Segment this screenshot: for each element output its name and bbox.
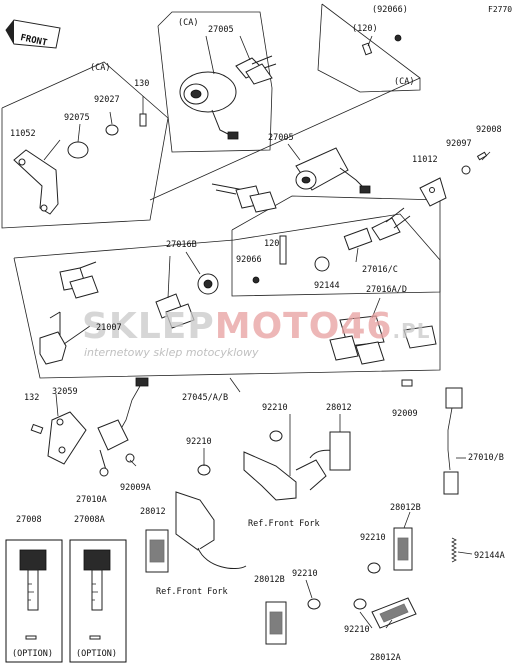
watermark-tagline: internetowy sklep motocyklowy (84, 346, 259, 359)
label-92210-d: 92210 (292, 569, 318, 579)
label-27045: 27045/A/B (182, 393, 228, 403)
option-key-box-27008a (69, 539, 127, 663)
label-27008a: 27008A (74, 515, 105, 525)
seat-lock-21007 (39, 311, 67, 365)
label-ca-left: (CA) (90, 63, 110, 73)
front-arrow-icon: FRONT (5, 19, 61, 49)
label-92066-mid: 92066 (236, 255, 262, 265)
label-28012b-center: 28012B (254, 575, 285, 585)
label-120-top: (120) (352, 24, 378, 34)
label-92009a: 92009A (120, 483, 151, 493)
key-pair-top (235, 55, 277, 85)
option-key-box-27008 (5, 539, 63, 663)
pad-28012a (353, 597, 417, 629)
assembly-frames (1, 3, 441, 393)
lock-27016ad (329, 315, 437, 365)
label-28012-b: 28012 (140, 507, 166, 517)
label-92210-a: 92210 (262, 403, 288, 413)
watermark-tld: .PL (392, 319, 430, 343)
label-28012a: 28012A (370, 653, 401, 663)
ignition-switch-mid (295, 147, 371, 194)
label-27005-mid: 27005 (268, 133, 294, 143)
label-27016c: 27016/C (362, 265, 398, 275)
label-92027: 92027 (94, 95, 120, 105)
label-92066-top: (92066) (372, 5, 408, 15)
label-32059: 32059 (52, 387, 78, 397)
label-28012b-right: 28012B (390, 503, 421, 513)
label-92008: 92008 (476, 125, 502, 135)
watermark-logo: SKLEPMOTO46.PL internetowy sklep motocyk… (82, 306, 430, 359)
switch-27010a (97, 377, 149, 477)
spring-92144a (451, 537, 457, 563)
switch-27010b (401, 379, 463, 495)
bracket-11052 (13, 96, 147, 215)
label-120-mid: 120 (264, 239, 279, 249)
label-11012: 11012 (412, 155, 438, 165)
label-92210-b: 92210 (186, 437, 212, 447)
ref-front-fork-right: Ref.Front Fork (248, 519, 320, 529)
label-92097: 92097 (446, 139, 472, 149)
label-27016ad: 27016A/D (366, 285, 407, 295)
label-27005-top: 27005 (208, 25, 234, 35)
bracket-32059 (30, 411, 87, 465)
label-ca-top-left: (CA) (178, 18, 198, 28)
option-label-27008a: (OPTION) (76, 649, 117, 659)
svg-text:SKLEPMOTO46.PL: SKLEPMOTO46.PL (82, 306, 430, 347)
part-labels: (92066) (120) (CA) (CA) (CA) 27005 130 9… (10, 5, 505, 663)
bracket-28012-right (243, 430, 351, 501)
label-27008: 27008 (16, 515, 42, 525)
label-92210-c: 92210 (360, 533, 386, 543)
leader-lines (43, 35, 473, 629)
label-92075: 92075 (64, 113, 90, 123)
pad-28012b-center (265, 598, 321, 645)
label-11052: 11052 (10, 129, 36, 139)
label-28012-a: 28012 (326, 403, 352, 413)
label-27010a: 27010A (76, 495, 107, 505)
watermark-main-grey: SKLEP (82, 306, 215, 347)
label-92144a: 92144A (474, 551, 505, 561)
bracket-28012-left (145, 464, 247, 573)
label-27010b: 27010/B (468, 453, 504, 463)
pad-28012b-right (367, 527, 413, 574)
label-27016b: 27016B (166, 240, 197, 250)
label-92144: 92144 (314, 281, 340, 291)
ignition-switch-top (179, 71, 239, 140)
label-130: 130 (134, 79, 149, 89)
ref-front-fork-left: Ref.Front Fork (156, 587, 228, 597)
label-21007: 21007 (96, 323, 122, 333)
label-132: 132 (24, 393, 39, 403)
lock-27016c (252, 207, 411, 284)
label-ca-top-right: (CA) (394, 77, 414, 87)
key-pair-mid (211, 183, 277, 213)
label-92009: 92009 (392, 409, 418, 419)
keys-27016b (59, 261, 219, 329)
label-92210-e: 92210 (344, 625, 370, 635)
bolt-top-right (361, 34, 402, 56)
watermark-main-red: MOTO46 (215, 306, 393, 347)
option-label-27008: (OPTION) (12, 649, 53, 659)
plate-11012 (419, 151, 491, 207)
figure-code: F2770 (488, 5, 512, 14)
